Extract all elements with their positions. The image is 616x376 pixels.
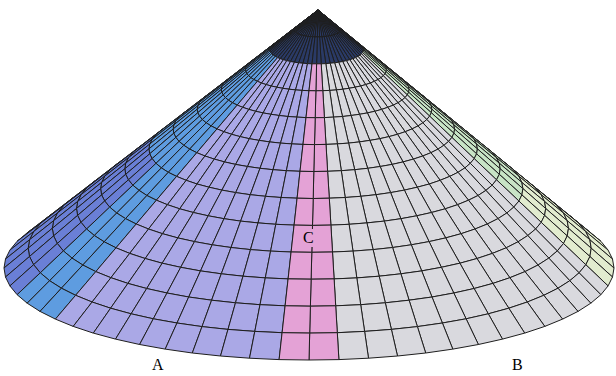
mesh-element xyxy=(315,118,327,145)
mesh-element xyxy=(312,37,317,64)
mesh-element xyxy=(313,10,318,37)
mesh-element xyxy=(318,10,324,37)
mesh-element xyxy=(334,278,361,306)
mesh-element xyxy=(365,329,398,358)
mesh-element xyxy=(315,91,324,118)
mesh-element xyxy=(318,10,328,36)
mesh-element xyxy=(315,10,318,37)
mesh-element xyxy=(310,279,335,306)
mesh-element xyxy=(300,144,315,171)
mesh-element xyxy=(260,278,288,306)
mesh-element xyxy=(288,252,312,279)
mesh-element xyxy=(306,10,318,36)
mesh-element xyxy=(336,305,365,333)
mesh-element xyxy=(353,250,379,278)
mesh-element xyxy=(221,329,255,358)
mesh-element xyxy=(311,10,319,37)
mesh-element xyxy=(357,276,386,305)
mesh-element xyxy=(297,171,314,198)
mesh-element xyxy=(331,224,353,252)
mesh-element xyxy=(265,251,291,279)
point-label: B xyxy=(510,356,525,374)
mesh-element xyxy=(250,331,283,359)
mesh-element xyxy=(309,333,339,360)
mesh-element xyxy=(282,306,310,333)
mesh-element xyxy=(308,10,318,37)
mesh-element xyxy=(304,10,318,36)
mesh-element xyxy=(329,198,349,226)
mesh-element xyxy=(333,251,357,279)
mesh-element xyxy=(313,198,331,225)
mesh-element xyxy=(309,64,317,91)
mesh-element xyxy=(276,198,297,226)
mesh-element xyxy=(318,10,326,37)
mesh-element xyxy=(328,171,346,199)
mesh-element xyxy=(311,252,334,279)
mesh-element xyxy=(285,279,311,306)
mesh-element xyxy=(313,171,329,198)
mesh-element xyxy=(303,118,315,145)
mesh-element xyxy=(324,117,337,144)
mesh-element xyxy=(271,224,295,252)
mesh-element xyxy=(361,303,392,332)
mesh-element xyxy=(255,305,285,333)
mesh-element xyxy=(326,144,341,171)
mesh-element xyxy=(314,144,328,171)
mesh-element xyxy=(279,333,310,360)
mesh-element xyxy=(294,198,313,225)
mesh-element xyxy=(337,331,368,359)
mesh-element xyxy=(318,10,330,36)
mesh-element xyxy=(306,91,316,118)
point-label: A xyxy=(150,356,166,374)
point-label: C xyxy=(301,229,316,247)
mesh-element xyxy=(310,306,338,333)
mesh-element xyxy=(318,10,322,37)
